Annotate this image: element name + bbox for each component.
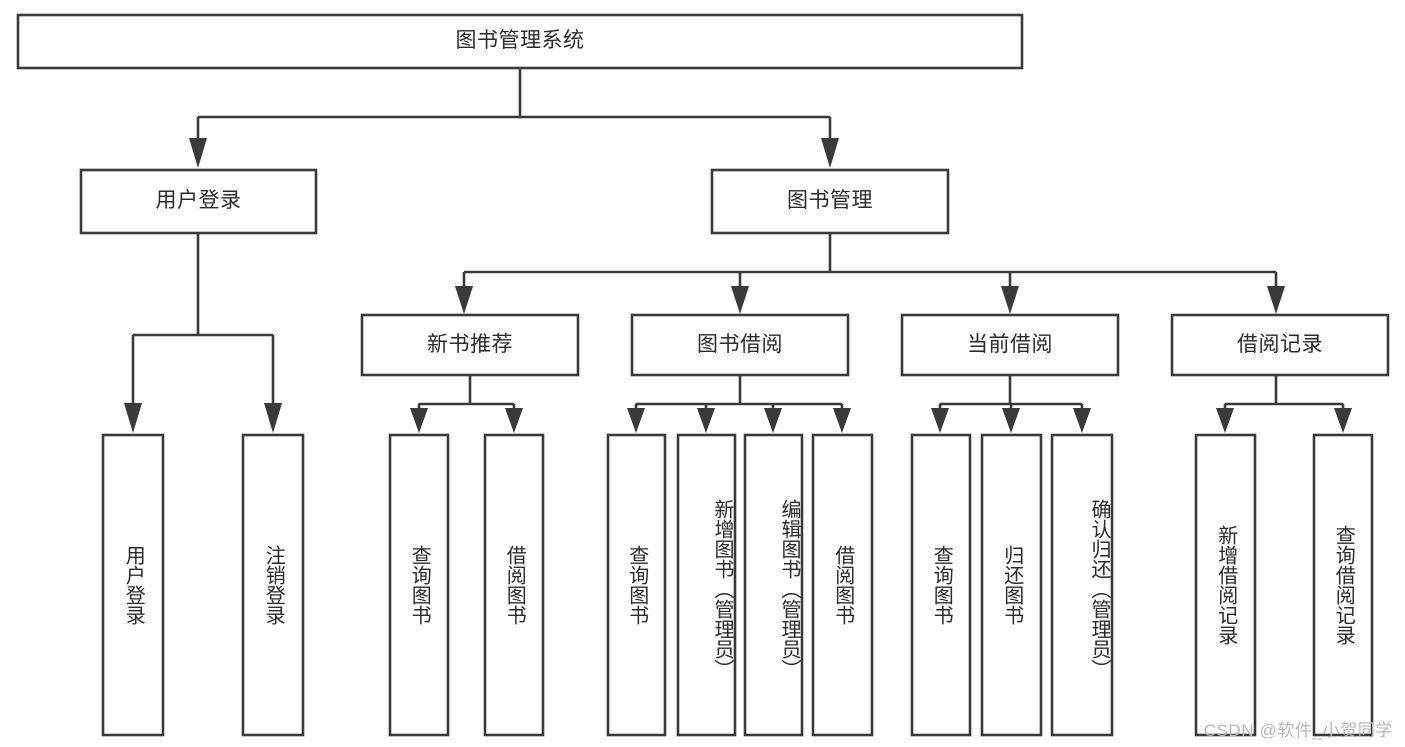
arrowhead-borrow [731, 286, 749, 314]
node-box-leaf-user-login-2[interactable] [241, 433, 305, 737]
node-box-leaf-borrow-4[interactable] [811, 433, 874, 737]
connectors-book-manage-to-level3 [455, 233, 1285, 314]
connectors-user-login-to-leaves [124, 233, 282, 433]
arrowhead-recommend-leaf1 [410, 408, 428, 433]
node-box-leaf-current-1[interactable] [910, 433, 972, 737]
node-box-book-manage[interactable] [710, 168, 950, 235]
csdn-watermark: CSDN @软件_小贺同学 [1203, 721, 1393, 740]
connectors-recommend-to-leaves [410, 375, 523, 433]
arrowhead-current-leaf2 [1002, 408, 1020, 433]
connectors-current-to-leaves [931, 375, 1091, 433]
arrowhead-current [1001, 286, 1019, 314]
node-box-leaf-borrow-3[interactable] [743, 433, 804, 737]
node-box-leaf-record-1[interactable] [1194, 433, 1257, 737]
arrowhead-record-leaf1 [1216, 408, 1234, 433]
arrowhead-borrow-leaf1 [627, 408, 645, 433]
node-box-leaf-user-login-1[interactable] [101, 433, 165, 737]
arrowhead-recommend [455, 286, 473, 314]
node-box-current-borrow[interactable] [900, 313, 1120, 377]
node-box-leaf-current-3[interactable] [1050, 433, 1114, 737]
connectors-record-to-leaves [1216, 375, 1352, 433]
connectors-root-to-level2 [189, 68, 839, 168]
node-box-borrow-record[interactable] [1170, 313, 1390, 377]
arrowhead-borrow-leaf3 [764, 408, 782, 433]
arrowhead-current-leaf3 [1073, 408, 1091, 433]
arrowhead-borrow-leaf2 [697, 408, 715, 433]
connectors-borrow-to-leaves [627, 375, 851, 433]
arrowhead-recommend-leaf2 [505, 408, 523, 433]
arrowhead-book-manage [821, 138, 839, 168]
node-box-leaf-borrow-2[interactable] [676, 433, 737, 737]
node-box-leaf-recommend-1[interactable] [388, 433, 450, 737]
arrowhead-record [1267, 286, 1285, 314]
node-box-leaf-record-2[interactable] [1312, 433, 1374, 737]
node-box-new-book-recommend[interactable] [360, 313, 580, 377]
node-box-root[interactable] [16, 13, 1024, 70]
node-box-book-borrow[interactable] [630, 313, 850, 377]
arrowhead-user-login-leaf2 [264, 403, 282, 433]
node-box-leaf-current-2[interactable] [980, 433, 1043, 737]
arrowhead-borrow-leaf4 [833, 408, 851, 433]
arrowhead-user-login [189, 138, 207, 168]
arrowhead-record-leaf2 [1334, 408, 1352, 433]
node-box-user-login[interactable] [79, 168, 318, 235]
node-box-leaf-borrow-1[interactable] [606, 433, 667, 737]
arrowhead-current-leaf1 [931, 408, 949, 433]
arrowhead-user-login-leaf1 [124, 403, 142, 433]
node-box-leaf-recommend-2[interactable] [483, 433, 545, 737]
